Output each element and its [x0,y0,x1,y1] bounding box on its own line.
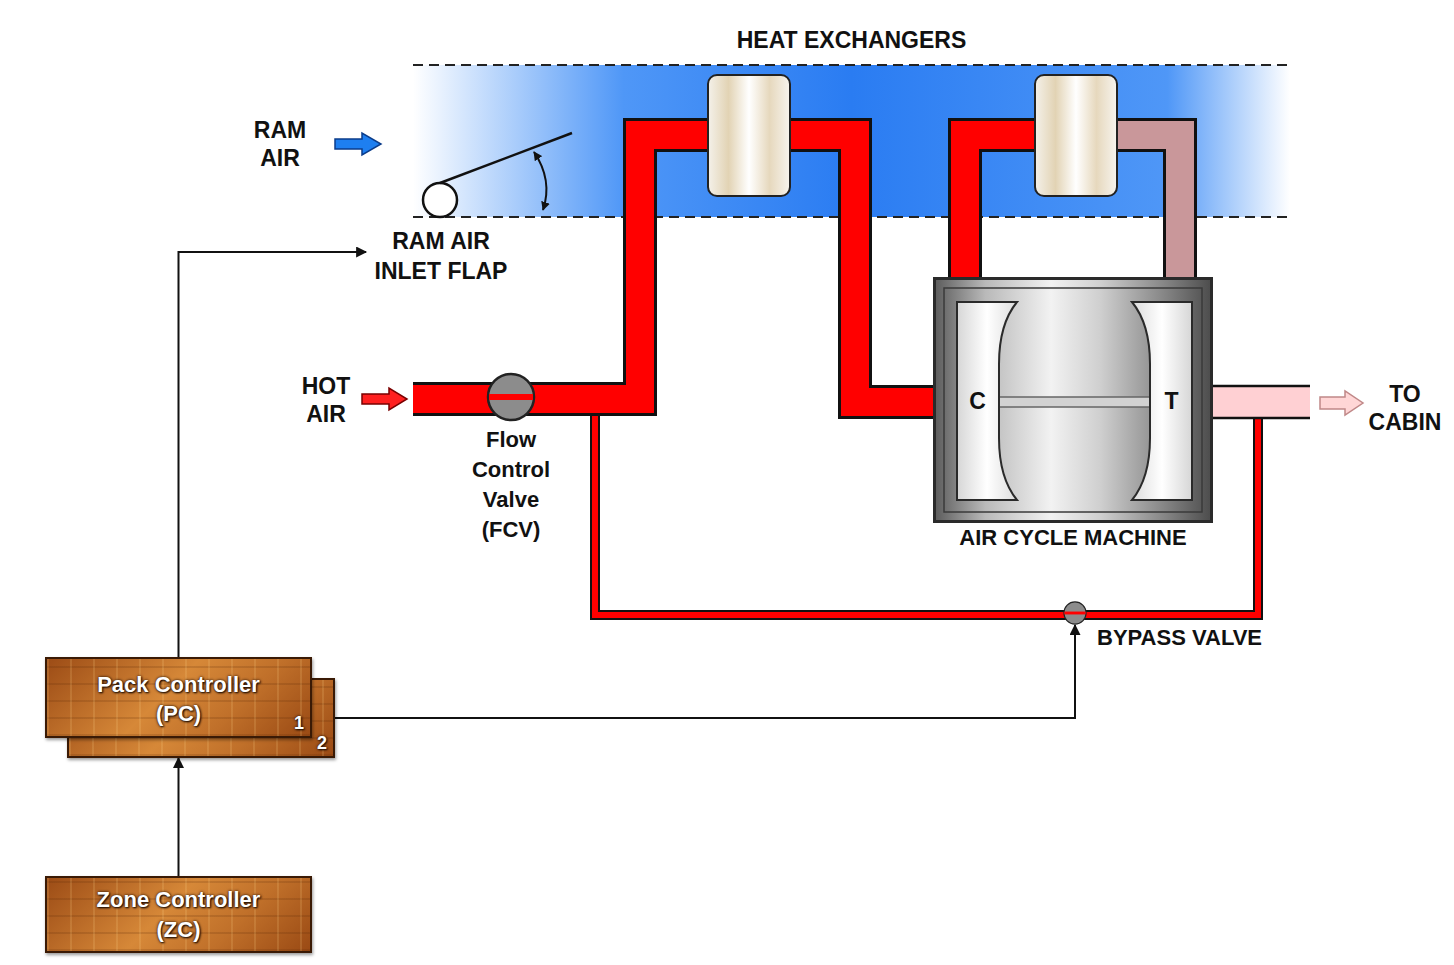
ram-air-label-holder: RAM AIR [254,116,306,172]
pack-controller-card-text-holder: 2 [317,732,327,754]
bypass-valve: BYPASS VALVE [1063,601,1087,625]
ram-air-arrow [335,133,381,155]
pack-controller-card-text-holder: Pack Controller (PC) [47,670,310,728]
turbine-wheel-outline [1132,302,1192,500]
ram-air-label: RAM AIR [254,116,306,172]
cabin-duct-edge [1212,385,1310,388]
cabin-duct-edge [1212,417,1310,420]
bypass-valve-label: BYPASS VALVE [1097,625,1262,651]
flow-control-valve: Flow Control Valve (FCV) [486,372,536,422]
card-number: 1 [294,712,304,734]
heat-exchanger-band-text-holder: HEAT EXCHANGERS [413,25,1290,55]
flow-control-valve-label: Flow Control Valve (FCV) [472,425,550,545]
ram-air-inlet-flap-label: RAM AIR INLET FLAP [366,226,516,286]
hot-air-arrow [362,388,407,410]
control-signal-arrow [335,625,1075,718]
zone-controller-card: Zone Controller (ZC) [45,876,312,953]
to-cabin-label: TO CABIN [1369,380,1442,436]
control-signal-arrow [178,758,180,876]
air-cycle-machine-label: AIR CYCLE MACHINE [959,524,1186,552]
ram-air-inlet-flap-text-holder: RAM AIR INLET FLAP [366,226,516,286]
cooled-duct-outline [1113,135,1180,281]
flap-plate [440,133,572,183]
control-signal-arrow [179,252,367,657]
pack-controller-card: Pack Controller (PC) 1 [45,657,312,738]
air-cycle-machine: AIR CYCLE MACHINECT [933,277,1213,523]
hot-duct-outline [786,135,936,402]
compressor-wheel-label: C [969,387,986,416]
heat-exchanger-band-label: HEAT EXCHANGERS [413,25,1290,55]
heat-exchanger-band: HEAT EXCHANGERS [413,25,1290,217]
duct-edge [413,64,1290,66]
to-cabin-arrow [1320,391,1363,415]
flow-control-valve-text-holder: Flow Control Valve (FCV) [472,425,550,545]
turbine-wheel: T [1130,300,1194,502]
zone-controller-card-text-holder: Zone Controller (ZC) [47,885,310,945]
hot-air-label: HOT AIR [302,372,351,428]
compressor-wheel: C [955,300,1019,502]
valve-body [488,374,534,420]
zone-controller-card-label: Zone Controller (ZC) [81,885,276,945]
flap-travel-arrow [534,152,546,210]
cooled-duct [1113,135,1180,281]
ram-air-inlet-flap: RAM AIR INLET FLAP [366,226,516,286]
hot-duct-outline [965,135,1039,281]
valve-symbol [1063,601,1087,625]
compressor-wheel-outline [957,302,1017,500]
valve-body [1064,602,1086,624]
heat-exchanger [1035,75,1117,196]
turbine-wheel-label: T [1164,387,1178,416]
heat-exchanger [708,75,790,196]
hot-duct [965,135,1039,281]
machine-shaft [996,397,1154,407]
pack-controller-card-label: Pack Controller (PC) [81,670,276,728]
hot-air-label-holder: HOT AIR [302,372,351,428]
hot-duct [786,135,936,402]
valve-flow-bar [489,394,533,400]
valve-symbol [486,372,536,422]
valve-flow-bar [1064,612,1085,615]
turbine-wheel-text-holder: T [1149,300,1194,502]
turbine-wheel-shape [1130,300,1194,502]
air-cycle-machine-text-holder: AIR CYCLE MACHINE [959,524,1186,552]
bypass-valve-text-holder: BYPASS VALVE [1097,625,1262,651]
compressor-wheel-text-holder: C [955,300,1000,502]
to-cabin-label-holder: TO CABIN [1369,380,1442,436]
compressor-wheel-shape [955,300,1019,502]
pack-controller-card-text-holder: 1 [294,712,304,734]
flap-hinge [423,183,457,217]
machine-inner-frame [944,288,1202,512]
cabin-duct [1212,387,1310,417]
pack-controller-card-label: 2 [317,732,327,754]
